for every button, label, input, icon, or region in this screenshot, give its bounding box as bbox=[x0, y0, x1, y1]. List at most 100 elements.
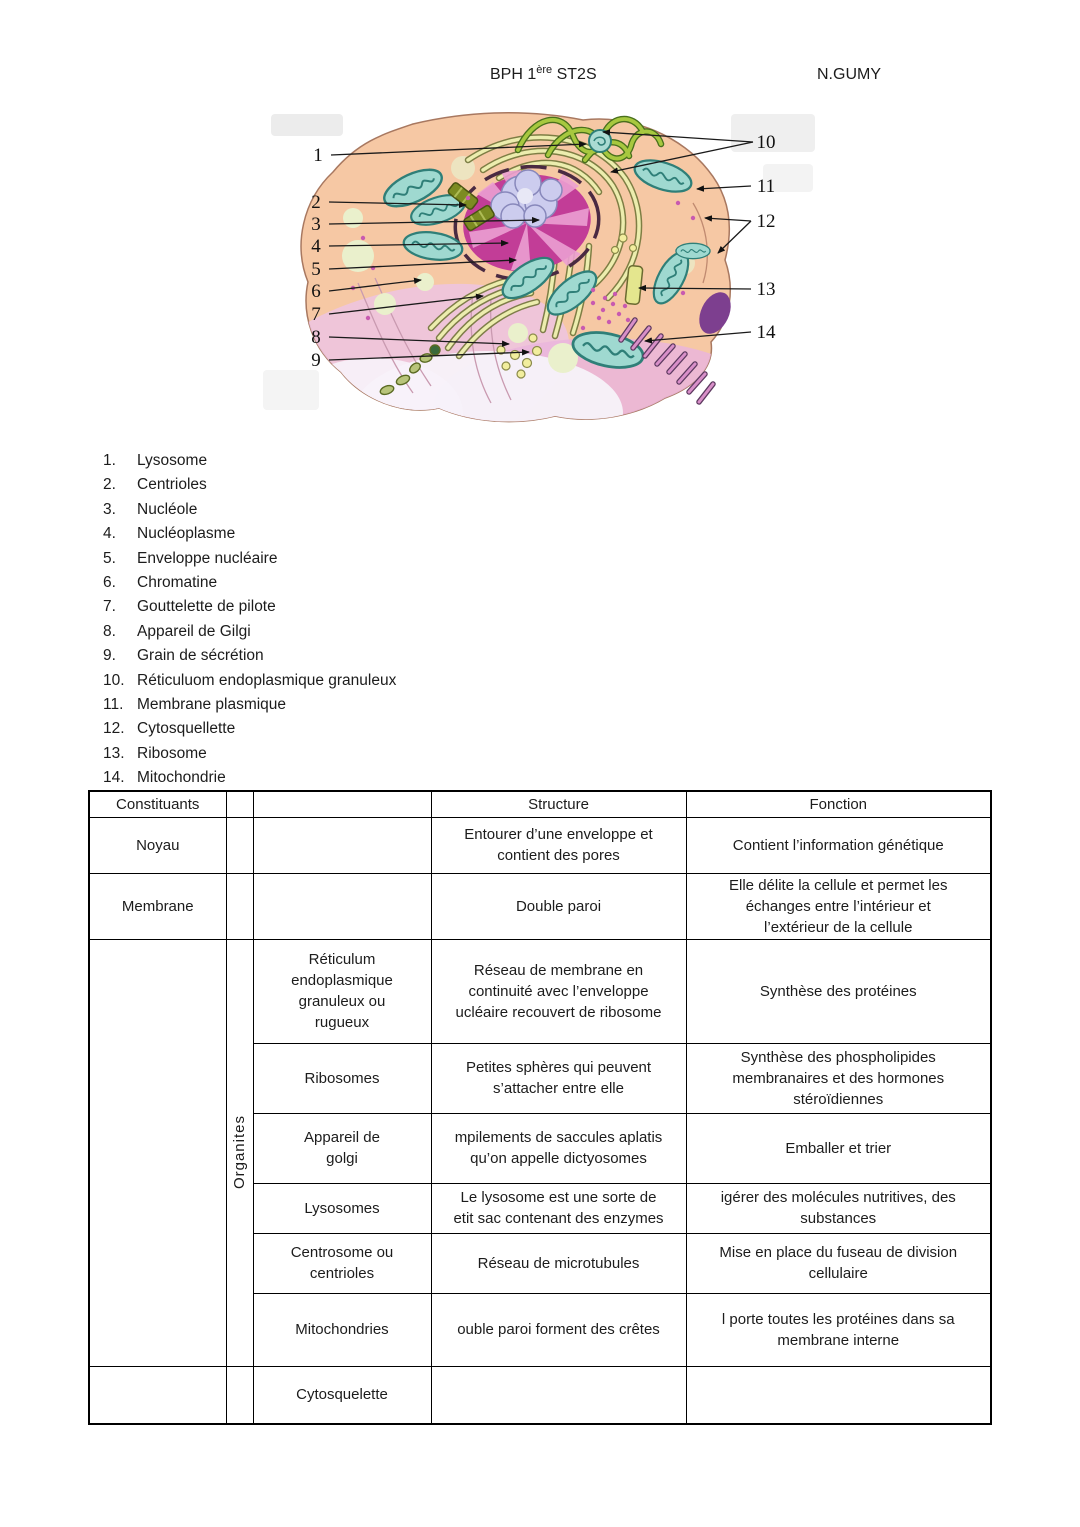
legend-number: 4. bbox=[103, 525, 116, 543]
leader-line-9 bbox=[328, 349, 530, 361]
diagram-label-14: 14 bbox=[757, 322, 777, 343]
legend-number: 11. bbox=[103, 695, 124, 713]
legend-number: 3. bbox=[103, 500, 116, 518]
cell-noyau-name: Noyau bbox=[88, 816, 227, 874]
cell-cytosquelette-structure bbox=[430, 1365, 687, 1425]
cell-golgi-name: Appareil de golgi bbox=[252, 1112, 432, 1184]
leader-line-8 bbox=[328, 336, 510, 347]
leader-line-13 bbox=[638, 284, 752, 292]
lysosome bbox=[588, 129, 612, 153]
cell-ribosomes-structure: Petites sphères qui peuvent s’attacher e… bbox=[430, 1042, 687, 1114]
leader-line-12a bbox=[704, 215, 752, 222]
legend-label: Gouttelette de pilote bbox=[137, 598, 276, 616]
ribosome-target-rod bbox=[624, 265, 644, 305]
legend-label: Ribosome bbox=[137, 744, 207, 762]
legend-number: 9. bbox=[103, 647, 116, 665]
diagram-label-12: 12 bbox=[757, 211, 776, 232]
header-empty-2 bbox=[252, 790, 432, 818]
nucleolus bbox=[490, 169, 563, 229]
cell-lysosomes-name: Lysosomes bbox=[252, 1182, 432, 1234]
constituants-table: Constituants Structure Fonction Noyau En… bbox=[88, 790, 992, 1425]
cell-cytosquelette-fonction bbox=[685, 1365, 992, 1425]
course-prefix: BPH 1 bbox=[490, 66, 537, 83]
course-suffix: ST2S bbox=[552, 66, 597, 83]
legend-number: 7. bbox=[103, 598, 116, 616]
centrioles bbox=[447, 182, 495, 232]
cell-lysosomes-fonction: igérer des molécules nutritives, des sub… bbox=[685, 1182, 992, 1234]
legend-label: Nucléole bbox=[137, 500, 198, 518]
header-empty-1 bbox=[225, 790, 254, 818]
leader-line-3 bbox=[328, 216, 540, 225]
diagram-label-7: 7 bbox=[311, 304, 321, 325]
cell-reticulum-structure: Réseau de membrane en continuité avec l’… bbox=[430, 938, 687, 1044]
diagram-label-1: 1 bbox=[313, 145, 323, 166]
leader-line-11 bbox=[696, 185, 752, 192]
legend-item-4: 4.Nucléoplasme bbox=[103, 522, 396, 546]
header-structure: Structure bbox=[430, 790, 687, 818]
diagram-label-10: 10 bbox=[757, 132, 776, 153]
cell-membrane-structure: Double paroi bbox=[430, 872, 687, 940]
author-name: N.GUMY bbox=[817, 66, 881, 83]
leader-line-4 bbox=[328, 239, 509, 247]
leader-line-10b bbox=[610, 141, 754, 174]
cell-noyau-empty-2 bbox=[252, 816, 432, 874]
cell-centrosome-fonction: Mise en place du fuseau de division cell… bbox=[685, 1232, 992, 1294]
legend-item-14: 14.Mitochondrie bbox=[103, 766, 396, 790]
legend-label: Chromatine bbox=[137, 573, 218, 591]
header-constituants: Constituants bbox=[88, 790, 227, 818]
legend-number: 10. bbox=[103, 671, 125, 689]
legend-item-7: 7. Gouttelette de pilote bbox=[103, 595, 396, 619]
course-title: BPH 1ère ST2S bbox=[490, 64, 597, 84]
legend-item-5: 5.Enveloppe nucléaire bbox=[103, 547, 396, 571]
diagram-label-2: 2 bbox=[311, 192, 321, 213]
cell-ribosomes-fonction: Synthèse des phospholipides membranaires… bbox=[685, 1042, 992, 1114]
legend-item-9: 9. Grain de sécrétion bbox=[103, 644, 396, 668]
cell-cytosquelette-name: Cytosquelette bbox=[252, 1365, 432, 1425]
cell-centrosome-name: Centrosome ou centrioles bbox=[252, 1232, 432, 1294]
diagram-label-4: 4 bbox=[311, 236, 321, 257]
leader-line-6 bbox=[328, 277, 422, 292]
legend-label: Enveloppe nucléaire bbox=[137, 549, 278, 567]
cell-organites-label: Organites bbox=[225, 938, 254, 1367]
diagram-label-5: 5 bbox=[311, 259, 321, 280]
legend-label: Centrioles bbox=[137, 476, 207, 494]
diagram-label-8: 8 bbox=[311, 327, 321, 348]
cell-mitochondries-structure: ouble paroi forment des crêtes bbox=[430, 1292, 687, 1367]
course-superscript: ère bbox=[536, 64, 553, 76]
legend-item-8: 8. Appareil de Gilgi bbox=[103, 620, 396, 644]
leader-line-1 bbox=[330, 141, 587, 156]
organites-vertical-label: Organites bbox=[231, 1115, 248, 1190]
legend-list: 1.Lysosome 2.Centrioles 3.Nucléole 4.Nuc… bbox=[103, 449, 396, 790]
legend-label: Grain de sécrétion bbox=[137, 647, 264, 665]
legend-label: Mitochondrie bbox=[137, 769, 226, 787]
cell-golgi-structure: mpilements de saccules aplatis qu’on app… bbox=[430, 1112, 687, 1184]
cell-cytosquelette-empty-1 bbox=[88, 1365, 227, 1425]
cell-organites-spacer bbox=[88, 938, 227, 1367]
legend-label: Cytosquellette bbox=[137, 720, 236, 738]
legend-number: 12. bbox=[103, 720, 125, 738]
cell-lysosomes-structure: Le lysosome est une sorte de etit sac co… bbox=[430, 1182, 687, 1234]
cell-mitochondries-name: Mitochondries bbox=[252, 1292, 432, 1367]
legend-number: 1. bbox=[103, 452, 116, 469]
cell-membrane-empty-2 bbox=[252, 872, 432, 940]
leader-line-7 bbox=[328, 293, 484, 315]
diagram-label-13: 13 bbox=[757, 279, 776, 300]
cell-mitochondries-fonction: l porte toutes les protéines dans sa mem… bbox=[685, 1292, 992, 1367]
legend-label: Appareil de Gilgi bbox=[137, 622, 251, 640]
legend-item-2: 2.Centrioles bbox=[103, 473, 396, 497]
legend-item-10: 10.Réticuluom endoplasmique granuleux bbox=[103, 669, 396, 693]
diagram-label-6: 6 bbox=[311, 281, 321, 302]
cell-noyau-empty-1 bbox=[225, 816, 254, 874]
cell-noyau-structure: Entourer d’une enveloppe et contient des… bbox=[430, 816, 687, 874]
legend-item-12: 12. Cytosquellette bbox=[103, 717, 396, 741]
legend-item-6: 6.Chromatine bbox=[103, 571, 396, 595]
leader-line-10a bbox=[602, 129, 754, 143]
cytoplasm-dots bbox=[350, 195, 696, 331]
constituants-table-wrapper: Constituants Structure Fonction Noyau En… bbox=[88, 790, 992, 1425]
leader-line-2 bbox=[328, 201, 467, 209]
legend-item-13: 13.Ribosome bbox=[103, 742, 396, 766]
cell-cytosquelette-empty-2 bbox=[225, 1365, 254, 1425]
legend-number: 8. bbox=[103, 622, 116, 640]
legend-item-11: 11.Membrane plasmique bbox=[103, 693, 396, 717]
